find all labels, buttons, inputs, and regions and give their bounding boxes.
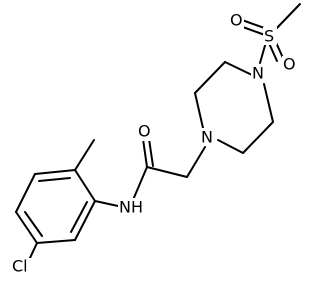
bond-piperazine-1 <box>224 61 253 76</box>
bond-benzene-2-inner <box>38 177 71 182</box>
bond-benzene-5 <box>36 239 76 244</box>
bond-piperazine-6 <box>263 83 274 123</box>
bond-methylene-carbonyl <box>146 166 188 178</box>
bond-benzene-2 <box>34 169 76 175</box>
atom-label-sulfonyl-oxygen-top: O <box>230 11 243 30</box>
atom-label-sulfur: S <box>264 27 274 46</box>
bond-aryl-methyl <box>74 139 95 171</box>
atom-label-amide-nitrogen: NH <box>119 198 143 217</box>
bond-benzene-1 <box>74 169 96 202</box>
atom-label-carbonyl-oxygen: O <box>138 122 151 141</box>
atom-label-sulfonyl-oxygen-bottom: O <box>283 55 296 74</box>
atom-sulfur: S <box>263 27 277 46</box>
bond-sulfur-oxygen-top-2 <box>239 25 266 36</box>
bond-piperazine-5 <box>242 121 274 154</box>
bond-benzene-6-inner <box>70 201 88 233</box>
bond-piperazine-4 <box>217 139 244 154</box>
bond-benzene-4 <box>15 211 38 244</box>
atom-piperazine-nitrogen-lower: N <box>200 128 214 147</box>
bond-piperazine-2 <box>194 61 226 94</box>
atom-sulfonyl-oxygen-bottom: O <box>282 55 296 74</box>
bond-sulfur-nitrogen <box>259 41 267 64</box>
bond-carbonyl-oxygen <box>142 138 148 168</box>
bond-benzene-3 <box>15 173 36 213</box>
atom-label-piperazine-nitrogen-lower: N <box>201 128 213 147</box>
bond-aryl-chlorine <box>29 242 38 259</box>
bond-benzene-6 <box>74 200 96 241</box>
bond-methyl-sulfur <box>275 3 301 30</box>
atom-piperazine-nitrogen-upper: N <box>251 64 265 83</box>
atom-chlorine: Cl <box>12 257 36 276</box>
bond-layer <box>15 3 301 259</box>
bond-carbonyl-amide-nitrogen <box>132 166 148 201</box>
atom-sulfonyl-oxygen-top: O <box>230 11 244 30</box>
bond-benzene-4-inner <box>24 211 43 237</box>
bond-sulfur-oxygen-top <box>241 19 268 30</box>
bond-nitrogen-methylene <box>186 146 206 178</box>
atom-label-piperazine-nitrogen-upper: N <box>252 64 264 83</box>
atom-label-chlorine: Cl <box>12 257 28 276</box>
bond-piperazine-3 <box>194 92 204 129</box>
bond-carbonyl-oxygen-2 <box>148 138 154 167</box>
bond-amide-nitrogen-aryl <box>94 200 119 207</box>
atom-label-layer: S O O N N O NH Cl <box>12 11 296 276</box>
atom-carbonyl-oxygen: O <box>138 122 152 141</box>
atom-amide-nitrogen: NH <box>118 198 144 217</box>
